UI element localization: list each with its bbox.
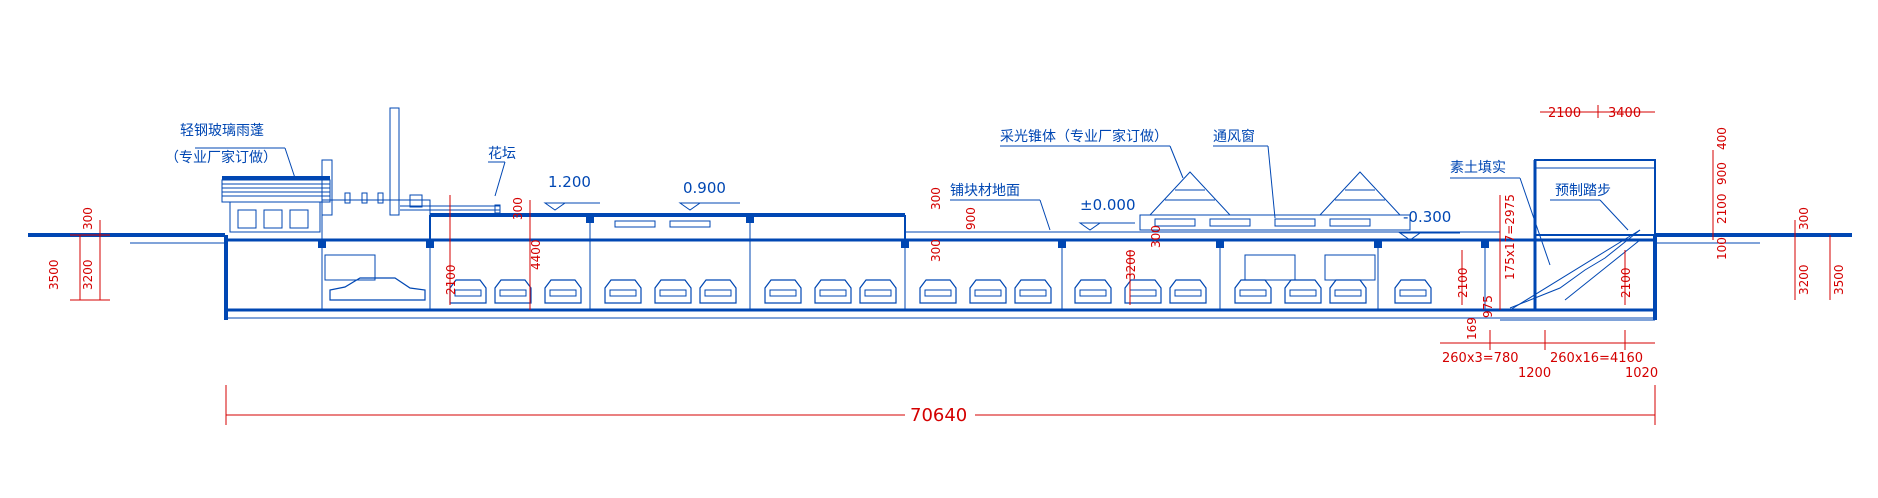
elevation-0900: 0.900 xyxy=(683,179,726,197)
dim-300-a: 300 xyxy=(511,197,525,220)
dim-900: 900 xyxy=(964,207,978,230)
stair-shaft xyxy=(1500,159,1656,321)
skylight-pavilions xyxy=(1139,171,1411,231)
leader-lines xyxy=(195,145,1629,266)
elevation-1200: 1.200 xyxy=(548,173,591,191)
car-front-view xyxy=(1074,279,1112,304)
car-front-view xyxy=(764,279,802,304)
dim-right-100: 100 xyxy=(1715,237,1729,260)
dim-2100-right: 2100 xyxy=(1456,267,1470,298)
dim-2100-stair: 2100 xyxy=(1619,267,1633,298)
car-front-view xyxy=(1234,279,1272,304)
car-front-view xyxy=(1394,279,1432,304)
elevation-markers xyxy=(543,202,1460,241)
dim-right-3200: 3200 xyxy=(1797,264,1811,295)
parked-cars xyxy=(329,277,1432,304)
elevation-0000: ±0.000 xyxy=(1080,196,1136,214)
label-compacted-soil: 素土填实 xyxy=(1450,160,1506,176)
annotation-labels: 轻钢玻璃雨蓬 （专业厂家订做） 花坛 采光锥体（专业厂家订做） 通风窗 铺块材地… xyxy=(165,122,1611,226)
dim-975: 975 xyxy=(1481,295,1495,318)
dim-1200: 1200 xyxy=(1518,366,1551,381)
dim-3200-mid: 3200 xyxy=(1124,249,1138,280)
dim-right-900: 900 xyxy=(1715,162,1729,185)
car-front-view xyxy=(1284,279,1322,304)
dim-300-mid: 300 xyxy=(1149,225,1163,248)
car-front-view xyxy=(859,279,897,304)
dim-260x3: 260x3=780 xyxy=(1442,351,1518,366)
car-front-view xyxy=(969,279,1007,304)
entrance-building xyxy=(221,107,501,241)
dim-right-3500: 3500 xyxy=(1832,264,1846,295)
car-front-view xyxy=(814,279,852,304)
car-front-view xyxy=(699,279,737,304)
dimension-lines xyxy=(70,105,1831,425)
dim-top-3400: 3400 xyxy=(1608,106,1641,121)
dim-4400: 4400 xyxy=(529,239,543,270)
dim-175x17: 175x17=2975 xyxy=(1503,194,1517,280)
dim-left-3500: 3500 xyxy=(47,259,61,290)
car-front-view xyxy=(604,279,642,304)
label-canopy-line1: 轻钢玻璃雨蓬 xyxy=(180,122,264,139)
dim-right-2100: 2100 xyxy=(1715,193,1729,224)
dim-right-300: 300 xyxy=(1797,207,1811,230)
label-planter: 花坛 xyxy=(488,146,516,162)
dimension-texts: 300 3500 3200 300 4400 2100 300 900 300 … xyxy=(47,106,1846,427)
dim-top-2100: 2100 xyxy=(1548,106,1581,121)
dim-300-b: 300 xyxy=(929,187,943,210)
dim-1020: 1020 xyxy=(1625,366,1658,381)
car-front-view xyxy=(919,279,957,304)
dim-left-3200: 3200 xyxy=(81,259,95,290)
car-front-view xyxy=(1014,279,1052,304)
label-vent-window: 通风窗 xyxy=(1213,128,1255,145)
dim-right-400: 400 xyxy=(1715,127,1729,150)
structure-outline xyxy=(224,213,1657,320)
dim-left-300: 300 xyxy=(81,207,95,230)
label-precast-steps: 预制踏步 xyxy=(1555,183,1611,199)
car-front-view xyxy=(1329,279,1367,304)
dim-2100-left: 2100 xyxy=(444,264,458,295)
car-front-view xyxy=(1169,279,1207,304)
car-front-view xyxy=(494,279,532,304)
elevation-m0300: -0.300 xyxy=(1403,208,1451,226)
dim-169: 169 xyxy=(1465,317,1479,340)
dim-300-c: 300 xyxy=(929,239,943,262)
dim-260x16: 260x16=4160 xyxy=(1550,351,1643,366)
label-skylight: 采光锥体（专业厂家订做） xyxy=(1000,128,1168,145)
label-canopy-line2: （专业厂家订做） xyxy=(165,149,277,166)
car-side-view xyxy=(329,277,426,301)
label-paving: 铺块材地面 xyxy=(950,183,1020,199)
ground-lines xyxy=(28,233,1852,244)
car-front-view xyxy=(654,279,692,304)
dim-total-70640: 70640 xyxy=(910,405,967,426)
car-front-view xyxy=(544,279,582,304)
